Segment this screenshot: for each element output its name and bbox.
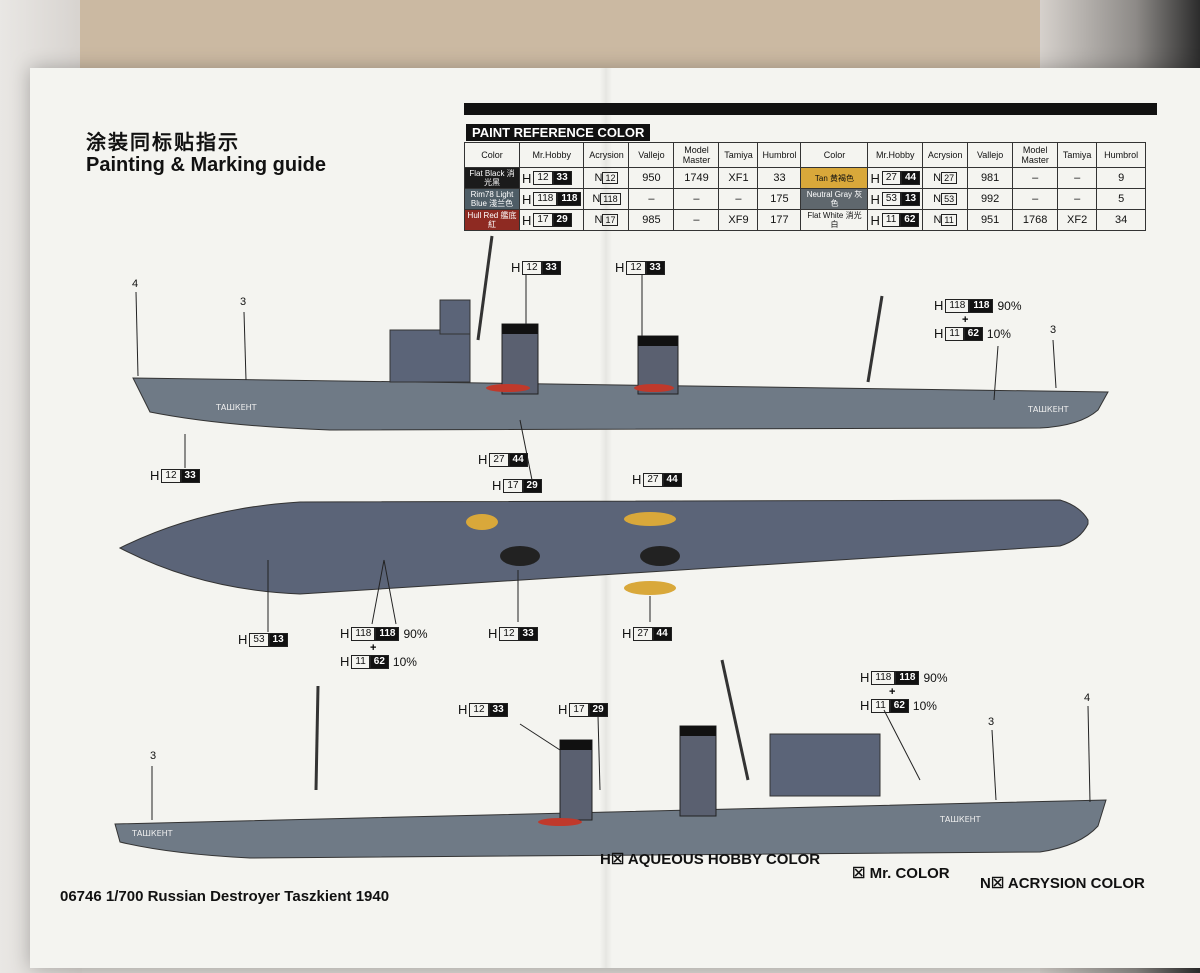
funnel-cap-top: [502, 324, 538, 334]
vallejo-cell: 985: [628, 209, 675, 231]
part-callout: 3: [150, 750, 157, 762]
mix-plus: +: [370, 642, 377, 654]
ship-profile-bottom: ТАШКЕНТ ТАШКЕНТ: [114, 659, 1107, 859]
hull-name-top: ТАШКЕНТ: [1027, 405, 1069, 414]
funnel-aft-bottom: [679, 725, 717, 817]
funnel-fore-bottom: [559, 739, 593, 821]
legend-mr-color: ☒ Mr. COLOR: [852, 865, 950, 882]
ship-plan-view: [118, 499, 1089, 595]
color-swatch: Hull Red 艦底紅: [464, 209, 520, 231]
color-swatch: Flat White 消光白: [800, 209, 869, 231]
humbrol-cell: 177: [757, 209, 802, 231]
legend-acrysion: N☒ ACRYSION COLOR: [980, 875, 1145, 892]
mast-fore-bottom: [720, 659, 750, 781]
header-cell: Tamiya: [1057, 142, 1098, 168]
tamiya-cell: XF9: [718, 209, 759, 231]
deck-plan: [118, 499, 1089, 595]
boat-top: [634, 384, 674, 392]
part-callout: 4: [132, 278, 139, 290]
title-chinese: 涂装同标贴指示: [86, 132, 240, 154]
humbrol-cell: 34: [1096, 209, 1147, 231]
bridge-bottom: [769, 733, 881, 797]
ship-profile-top: ТАШКЕНТ ТАШКЕНТ: [132, 235, 1109, 431]
raft-plan: [624, 581, 676, 595]
part-callout: 3: [988, 716, 995, 728]
header-bar: [464, 103, 1157, 115]
tower-top: [439, 299, 471, 335]
mix-plus: +: [889, 686, 896, 698]
mast-aft-bottom: [314, 685, 320, 791]
hull-top: [132, 377, 1109, 431]
tamiya-cell: XF1: [718, 167, 759, 189]
paint-reference-heading: PAINT REFERENCE COLOR: [466, 124, 651, 141]
mix-plus: +: [962, 314, 969, 326]
part-callout: 4: [1084, 692, 1091, 704]
funnel-cap-aft-top: [638, 336, 678, 346]
raft-plan: [624, 512, 676, 526]
header-cell: Mr.Hobby: [518, 142, 585, 168]
part-callout: 3: [240, 296, 247, 308]
funnel-fore-top: [501, 323, 539, 395]
header-cell: Model Master: [673, 142, 720, 168]
boat-top: [486, 384, 530, 392]
funnel-plan: [640, 546, 680, 566]
funnel-plan: [500, 546, 540, 566]
header-cell: Color: [800, 142, 869, 168]
kit-title: 06746 1/700 Russian Destroyer Taszkient …: [60, 888, 390, 905]
header-cell: Tamiya: [718, 142, 759, 168]
box-interior: [80, 0, 1040, 70]
raft-plan: [466, 514, 498, 530]
header-cell: Humbrol: [757, 142, 802, 168]
hull-name-bottom: ТАШКЕНТ: [131, 829, 173, 838]
legend-aqueous: H☒ AQUEOUS HOBBY COLOR: [600, 851, 821, 868]
mast-fore-top: [476, 235, 494, 341]
hull-bottom: [114, 799, 1107, 859]
funnel-cap-bottom: [560, 740, 592, 750]
hull-name-top: ТАШКЕНТ: [215, 403, 257, 412]
paint-reference-table: Color Mr.Hobby Acrysion Vallejo Model Ma…: [464, 142, 1147, 231]
leader-lines: [135, 274, 1091, 820]
funnel-cap-aft-bottom: [680, 726, 716, 736]
hull-name-bottom: ТАШКЕНТ: [939, 815, 981, 824]
color-swatch: Tan 黄褐色: [800, 167, 869, 189]
boat-bottom: [538, 818, 582, 826]
title-english: Painting & Marking guide: [86, 154, 327, 176]
header-cell: Vallejo: [628, 142, 675, 168]
bridge-top: [389, 329, 471, 383]
part-callout: 3: [1050, 324, 1057, 336]
header-cell: Vallejo: [967, 142, 1014, 168]
mast-aft-top: [866, 295, 884, 383]
